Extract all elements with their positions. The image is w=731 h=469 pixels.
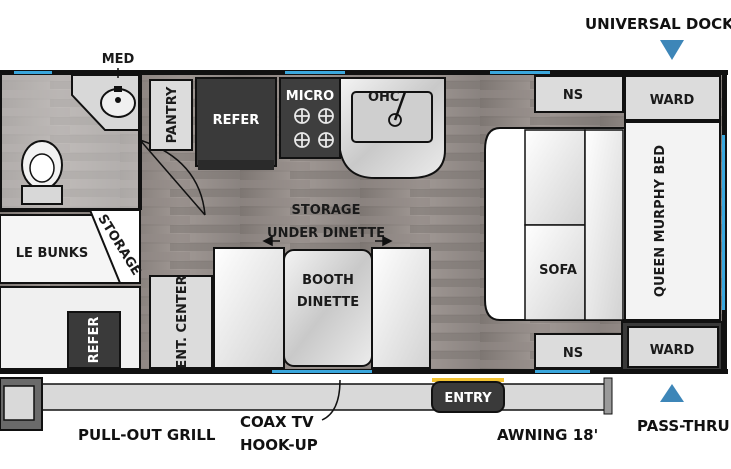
queen-murphy-bed — [624, 121, 721, 321]
storage-arrows — [262, 235, 393, 247]
pass-thru-label: PASS-THRU STOR — [637, 417, 731, 435]
burner-icon — [294, 108, 334, 148]
sofa-back — [584, 129, 624, 321]
kitchen-sink-icon — [351, 91, 433, 143]
sofa-cushion-bottom — [524, 224, 586, 321]
booth-label-2: DINETTE — [297, 295, 359, 310]
ns-bottom-label: NS — [563, 346, 583, 361]
ward-bottom-label: WARD — [650, 343, 695, 358]
wardrobe-top — [624, 75, 721, 121]
pullout-grill-label: PULL-OUT GRILL — [78, 426, 216, 444]
queen-bed-label: QUEEN MURPHY BED — [653, 145, 668, 297]
nightstand-bottom — [534, 333, 624, 369]
coax-label-1: COAX TV — [240, 413, 314, 431]
window-top-micro — [285, 71, 345, 74]
entry-button[interactable] — [431, 381, 505, 413]
sofa-label: SOFA — [539, 263, 577, 278]
bunks-label: LE BUNKS — [16, 246, 88, 261]
med-label: MED — [102, 52, 135, 67]
dinette-bench-right — [371, 247, 431, 369]
coax-label-2: HOOK-UP — [240, 436, 318, 454]
entry-label: ENTRY — [444, 391, 492, 406]
micro-label: MICRO — [286, 89, 334, 104]
awning-bar — [39, 383, 611, 411]
nightstand-top — [534, 75, 624, 113]
pantry-label: PANTRY — [165, 86, 180, 143]
refer-kitchen-label: REFER — [213, 113, 260, 128]
pantry — [149, 79, 193, 151]
triangle-up-icon — [660, 384, 684, 402]
universal-docking-label: UNIVERSAL DOCKING STATI — [585, 15, 731, 33]
storage-under-label-2: UNDER DINETTE — [267, 226, 385, 241]
dinette-bench-left — [213, 247, 285, 369]
outdoor-refrigerator — [67, 311, 121, 369]
wardrobe-bottom — [627, 326, 719, 368]
storage-diagonal — [88, 209, 141, 284]
ohc-label: OHC — [368, 90, 399, 105]
awning-end-cap — [603, 377, 613, 415]
window-bottom-dinette — [272, 370, 372, 373]
window-top-left — [14, 71, 52, 74]
awning-marker — [432, 378, 504, 382]
ent-center-label: ENT. CENTER — [175, 275, 190, 368]
dinette-table — [283, 249, 373, 367]
refer-outdoor-label: REFER — [87, 317, 102, 364]
window-front — [722, 135, 725, 310]
awning-label: AWNING 18' — [497, 426, 598, 444]
coax-leader — [321, 379, 341, 421]
booth-label-1: BOOTH — [302, 273, 354, 288]
sofa-cushion-top — [524, 129, 586, 226]
storage-under-label-1: STORAGE — [292, 203, 361, 218]
window-top-ns — [490, 71, 550, 74]
ns-top-label: NS — [563, 88, 583, 103]
ward-top-label: WARD — [650, 93, 695, 108]
window-bottom-ns — [535, 370, 590, 373]
triangle-down-icon — [660, 40, 684, 60]
top-wall — [0, 70, 728, 75]
entertainment-center — [149, 275, 213, 369]
